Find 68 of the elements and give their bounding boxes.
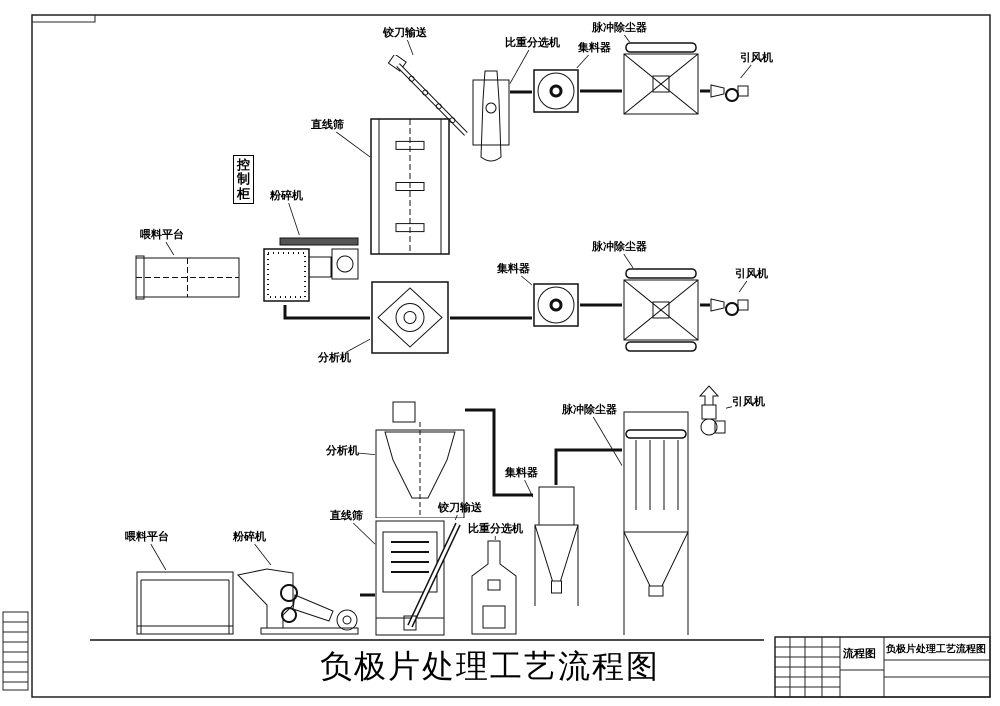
leader-line xyxy=(576,54,589,68)
feeding-platform-drawing xyxy=(135,570,235,636)
duct-pipe xyxy=(580,90,622,92)
part-label: 引风机 xyxy=(740,52,773,65)
cyclone-collector-drawing xyxy=(533,485,580,607)
leader-line xyxy=(454,514,458,520)
part-label: 比重分选机 xyxy=(468,523,523,536)
part-label: 粉碎机 xyxy=(233,531,266,544)
part-label: 喂料平台 xyxy=(125,531,169,544)
leader-line xyxy=(524,480,534,498)
collector-drawing xyxy=(532,282,580,328)
part-label: 集料器 xyxy=(497,263,530,276)
part-label: 铰刀输送 xyxy=(383,27,427,40)
part-label: 比重分选机 xyxy=(505,37,560,50)
leader-line xyxy=(358,452,376,455)
vibrating-screen-drawing xyxy=(370,118,450,255)
duct-pipe xyxy=(700,304,710,306)
leader-line xyxy=(510,50,530,84)
part-label: 粉碎机 xyxy=(270,190,303,203)
duct-pipe xyxy=(510,90,532,94)
leader-line xyxy=(726,406,732,409)
part-label: 喂料平台 xyxy=(140,229,184,242)
leader-line xyxy=(623,254,634,268)
leader-line xyxy=(407,40,414,56)
part-label: 直线筛 xyxy=(311,119,344,132)
leader-line xyxy=(624,34,630,42)
dust-collector-drawing xyxy=(622,410,690,636)
leader-line xyxy=(738,280,748,292)
leader-line xyxy=(288,202,300,236)
part-label: 脉冲除尘器 xyxy=(562,404,617,417)
drawing-title: 负极片处理工艺流程图 xyxy=(320,647,660,686)
leader-line xyxy=(592,416,622,466)
part-label: 引风机 xyxy=(735,268,768,281)
crusher-drawing xyxy=(262,235,360,305)
duct-pipe xyxy=(450,316,532,320)
title-block-text: 负极片处理工艺流程图 xyxy=(886,642,986,657)
duct-pipe xyxy=(700,90,710,92)
leader-line xyxy=(336,132,370,158)
part-label: 脉冲除尘器 xyxy=(592,241,647,254)
part-label: 直线筛 xyxy=(330,510,363,523)
duct-pipe xyxy=(580,304,622,306)
leader-line xyxy=(346,338,370,352)
feeding-platform-drawing xyxy=(135,255,240,300)
separator-drawing xyxy=(470,540,518,636)
duct-pipe xyxy=(554,448,622,485)
part-label: 集料器 xyxy=(505,467,538,480)
part-label: 分析机 xyxy=(326,445,359,458)
duct-pipe xyxy=(360,594,375,596)
leader-line xyxy=(494,536,496,540)
leader-line xyxy=(740,64,752,78)
leader-line xyxy=(254,544,272,566)
leader-line xyxy=(166,242,174,256)
collector-drawing xyxy=(532,68,580,114)
leader-line xyxy=(352,522,376,544)
duct-pipe xyxy=(284,305,370,320)
part-label: 集料器 xyxy=(578,42,611,55)
part-label: 分析机 xyxy=(318,352,351,365)
screw-conveyor-drawing xyxy=(402,520,462,632)
leader-line xyxy=(520,276,532,286)
duct-pipe xyxy=(465,408,533,496)
part-label: 脉冲除尘器 xyxy=(592,22,647,35)
cabinet-label: 控制柜 xyxy=(237,158,250,201)
part-label: 引风机 xyxy=(732,396,765,409)
vibrating-screen-drawing xyxy=(375,520,445,636)
classifier-drawing xyxy=(370,280,450,355)
dust-collector-drawing xyxy=(622,268,700,352)
leader-line xyxy=(150,544,166,570)
title-block-text: 流程图 xyxy=(843,646,876,662)
